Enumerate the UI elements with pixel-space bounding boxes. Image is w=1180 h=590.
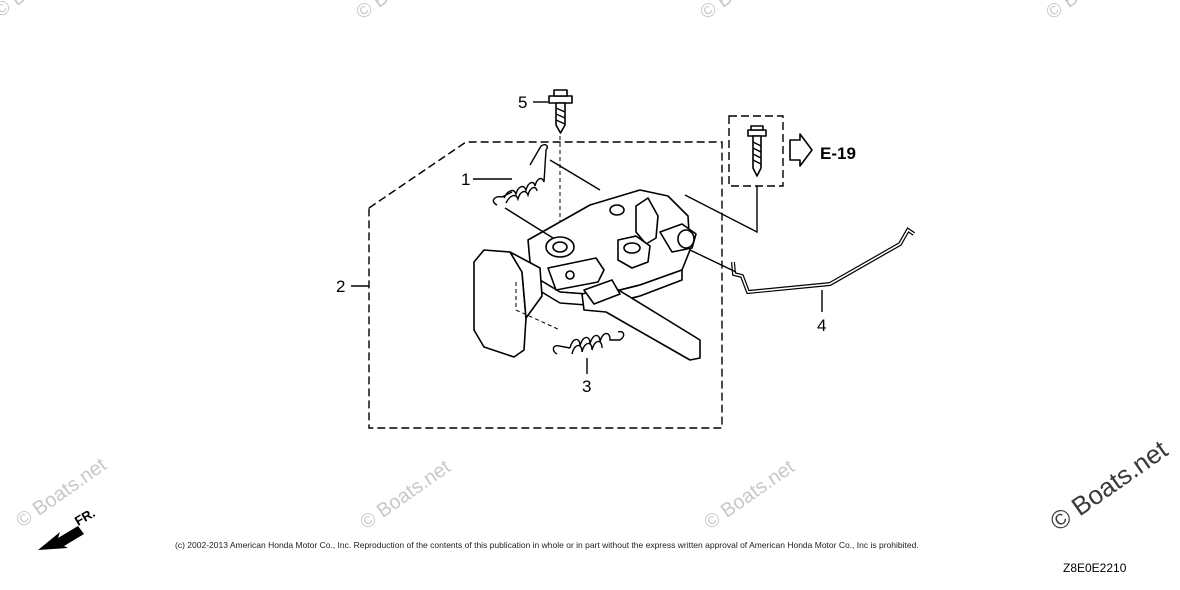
callout-2: 2 — [336, 277, 345, 296]
control-rod-link — [689, 249, 737, 273]
watermark-top-1: © Boats.net — [0, 0, 89, 22]
copyright-notice: (c) 2002-2013 American Honda Motor Co., … — [175, 540, 919, 550]
watermark-top-2: © Boats.net — [352, 0, 451, 24]
reference-box — [728, 115, 784, 187]
spring-bottom-icon — [552, 330, 625, 355]
front-direction-label: FR. — [72, 505, 98, 528]
callout-5: 5 — [518, 93, 527, 112]
spring-top-icon — [492, 144, 548, 206]
cover-hidden-edge — [515, 282, 561, 331]
watermark-top-3: © Boats.net — [696, 0, 795, 24]
governor-arm — [581, 285, 701, 361]
governor-base-plate — [527, 189, 697, 307]
diagram-code: Z8E0E2210 — [1063, 561, 1127, 575]
control-rod — [731, 227, 916, 295]
governor-cover-inner — [509, 251, 543, 319]
reference-leader — [684, 186, 758, 234]
control-rod-inner — [732, 228, 915, 293]
governor-cover — [473, 249, 527, 358]
watermark-bottom-1: © Boats.net — [12, 454, 111, 532]
watermark-brand: © Boats.net — [1044, 434, 1173, 537]
watermark-bottom-3: © Boats.net — [700, 456, 799, 534]
callout-1: 1 — [461, 170, 470, 189]
reference-arrow-icon — [789, 133, 813, 167]
reference-label: E-19 — [820, 144, 856, 163]
spring-top-link-2 — [549, 159, 601, 191]
watermark-bottom-2: © Boats.net — [356, 456, 455, 534]
governor-arm-clip — [583, 279, 621, 305]
bolt-icon — [548, 89, 573, 134]
spring-top-link — [504, 207, 554, 239]
reference-bolt-icon — [747, 125, 767, 177]
watermark-top-4: © Boats.net — [1042, 0, 1141, 24]
front-direction-arrow-icon — [38, 526, 84, 550]
callout-3: 3 — [582, 377, 591, 396]
assembly-outline — [368, 141, 723, 429]
callout-4: 4 — [817, 316, 826, 335]
